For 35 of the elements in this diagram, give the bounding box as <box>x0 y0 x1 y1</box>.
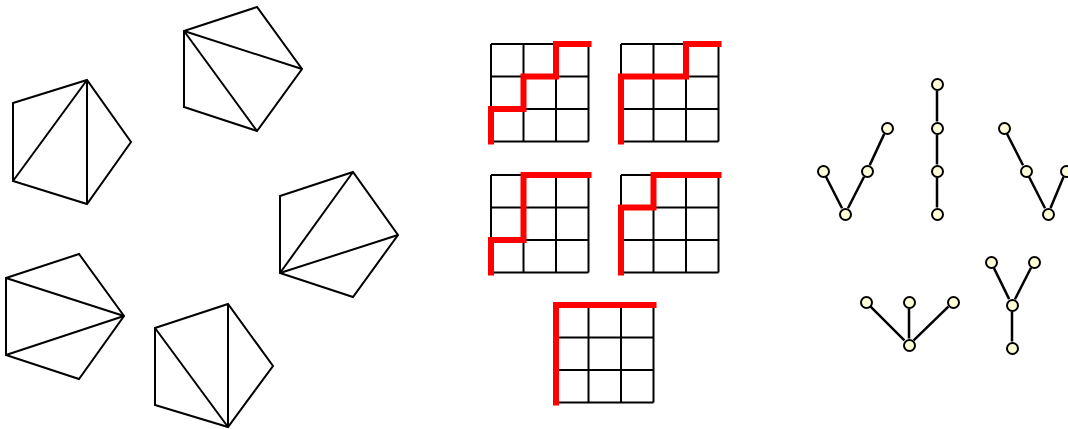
tree-node <box>859 295 873 309</box>
tree-node <box>1019 164 1033 178</box>
tree-node <box>930 164 944 178</box>
tree-edge <box>1013 267 1033 300</box>
tree-node <box>1059 164 1068 178</box>
tree-node <box>902 295 916 309</box>
tree-edge <box>935 177 939 208</box>
tree-edge <box>1049 176 1065 209</box>
tree-edge <box>935 90 939 122</box>
tree-node <box>1027 255 1041 269</box>
tree-node <box>1041 207 1055 221</box>
tree-edge <box>1027 176 1047 209</box>
tree-node <box>880 121 894 135</box>
tree-node <box>860 164 874 178</box>
tree-node <box>1005 298 1019 312</box>
tree-node <box>930 207 944 221</box>
tree-edge <box>1005 133 1025 166</box>
tree-node <box>1005 341 1019 355</box>
tree-edge <box>868 133 886 166</box>
tree-node <box>930 121 944 135</box>
tree-node <box>816 164 830 178</box>
tree-edge <box>846 176 866 209</box>
tree-edge <box>907 308 911 339</box>
tree-edge <box>912 305 950 342</box>
tree-node <box>838 207 852 221</box>
tree-node <box>984 255 998 269</box>
tree-node <box>946 295 960 309</box>
tree-edge <box>869 305 906 342</box>
tree-node <box>902 338 916 352</box>
tree-node <box>930 77 944 91</box>
tree-edge <box>992 267 1011 300</box>
tree-edge <box>824 176 844 209</box>
tree-edge <box>935 134 939 165</box>
tree-edge <box>1010 311 1014 342</box>
tree-node <box>997 121 1011 135</box>
